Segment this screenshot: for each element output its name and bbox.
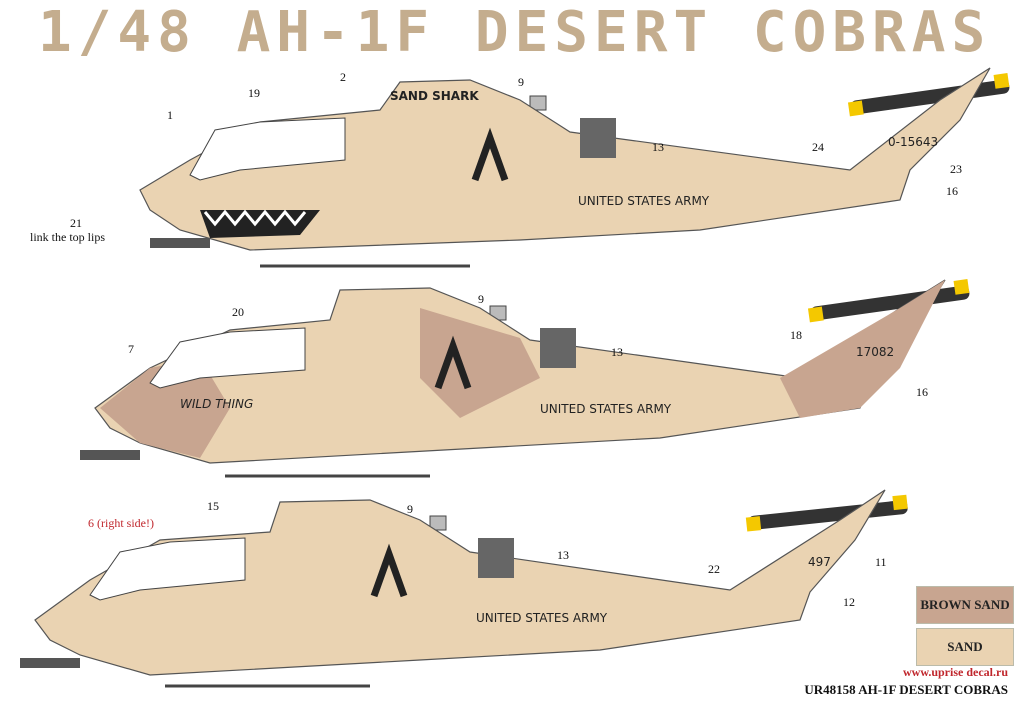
product-code: UR48158 AH-1F DESERT COBRAS	[804, 682, 1008, 697]
callout-1: 1	[167, 108, 173, 122]
swatch-sand: SAND	[916, 628, 1014, 666]
canopy	[89, 537, 246, 601]
main-rotor-mast	[529, 95, 547, 111]
callout-9b: 9	[478, 292, 484, 306]
main-rotor-mast	[429, 515, 447, 531]
helicopter-1-profile: SAND SHARK UNITED STATES ARMY 0-15643	[139, 67, 1010, 268]
callout-21-note: link the top lips	[30, 230, 105, 244]
callout-9a: 9	[518, 75, 524, 89]
page-title: 1/48 AH-1F DESERT COBRAS	[38, 0, 992, 65]
nose-art: SAND SHARK	[390, 89, 479, 103]
gun	[20, 658, 80, 668]
helicopter-3-profile: UNITED STATES ARMY 497	[20, 489, 908, 688]
serial: 497	[808, 555, 831, 569]
camouflage	[100, 280, 945, 458]
serial: 17082	[856, 345, 894, 359]
callout-19: 19	[248, 86, 260, 100]
nose-art: WILD THING	[180, 397, 253, 411]
gun	[150, 238, 210, 248]
exhaust	[580, 118, 616, 158]
canopy	[149, 327, 306, 389]
callout-18: 18	[790, 328, 802, 342]
callout-7: 7	[128, 342, 134, 356]
helicopter-2-profile: WILD THING UNITED STATES ARMY 17082	[80, 278, 970, 478]
swatch-brown-sand: BROWN SAND	[916, 586, 1014, 624]
callout-15: 15	[207, 499, 219, 513]
exhaust	[540, 328, 576, 368]
letter-lambda	[434, 335, 472, 390]
callout-12: 12	[843, 595, 855, 609]
callout-2: 2	[340, 70, 346, 84]
side-marking: UNITED STATES ARMY	[540, 402, 672, 416]
callout-11: 11	[875, 555, 887, 569]
letter-lambda	[370, 543, 408, 598]
fuselage	[139, 67, 991, 251]
website: www.uprise decal.ru	[903, 665, 1008, 679]
callout-13b: 13	[611, 345, 623, 359]
fuselage	[34, 489, 886, 676]
callout-20: 20	[232, 305, 244, 319]
callout-9c: 9	[407, 502, 413, 516]
callout-13c: 13	[557, 548, 569, 562]
callout-21: 21	[70, 216, 82, 230]
callout-23: 23	[950, 162, 962, 176]
letter-lambda	[471, 127, 509, 182]
callout-16b: 16	[916, 385, 928, 399]
canopy	[189, 117, 346, 181]
callout-24: 24	[812, 140, 824, 154]
tail-rotor	[745, 494, 908, 532]
side-marking: UNITED STATES ARMY	[476, 611, 608, 625]
side-marking: UNITED STATES ARMY	[578, 194, 710, 208]
callout-16a: 16	[946, 184, 958, 198]
serial: 0-15643	[888, 135, 938, 149]
callout-22: 22	[708, 562, 720, 576]
gun	[80, 450, 140, 460]
callout-13a: 13	[652, 140, 664, 154]
callout-6: 6 (right side!)	[88, 516, 154, 530]
exhaust	[478, 538, 514, 578]
